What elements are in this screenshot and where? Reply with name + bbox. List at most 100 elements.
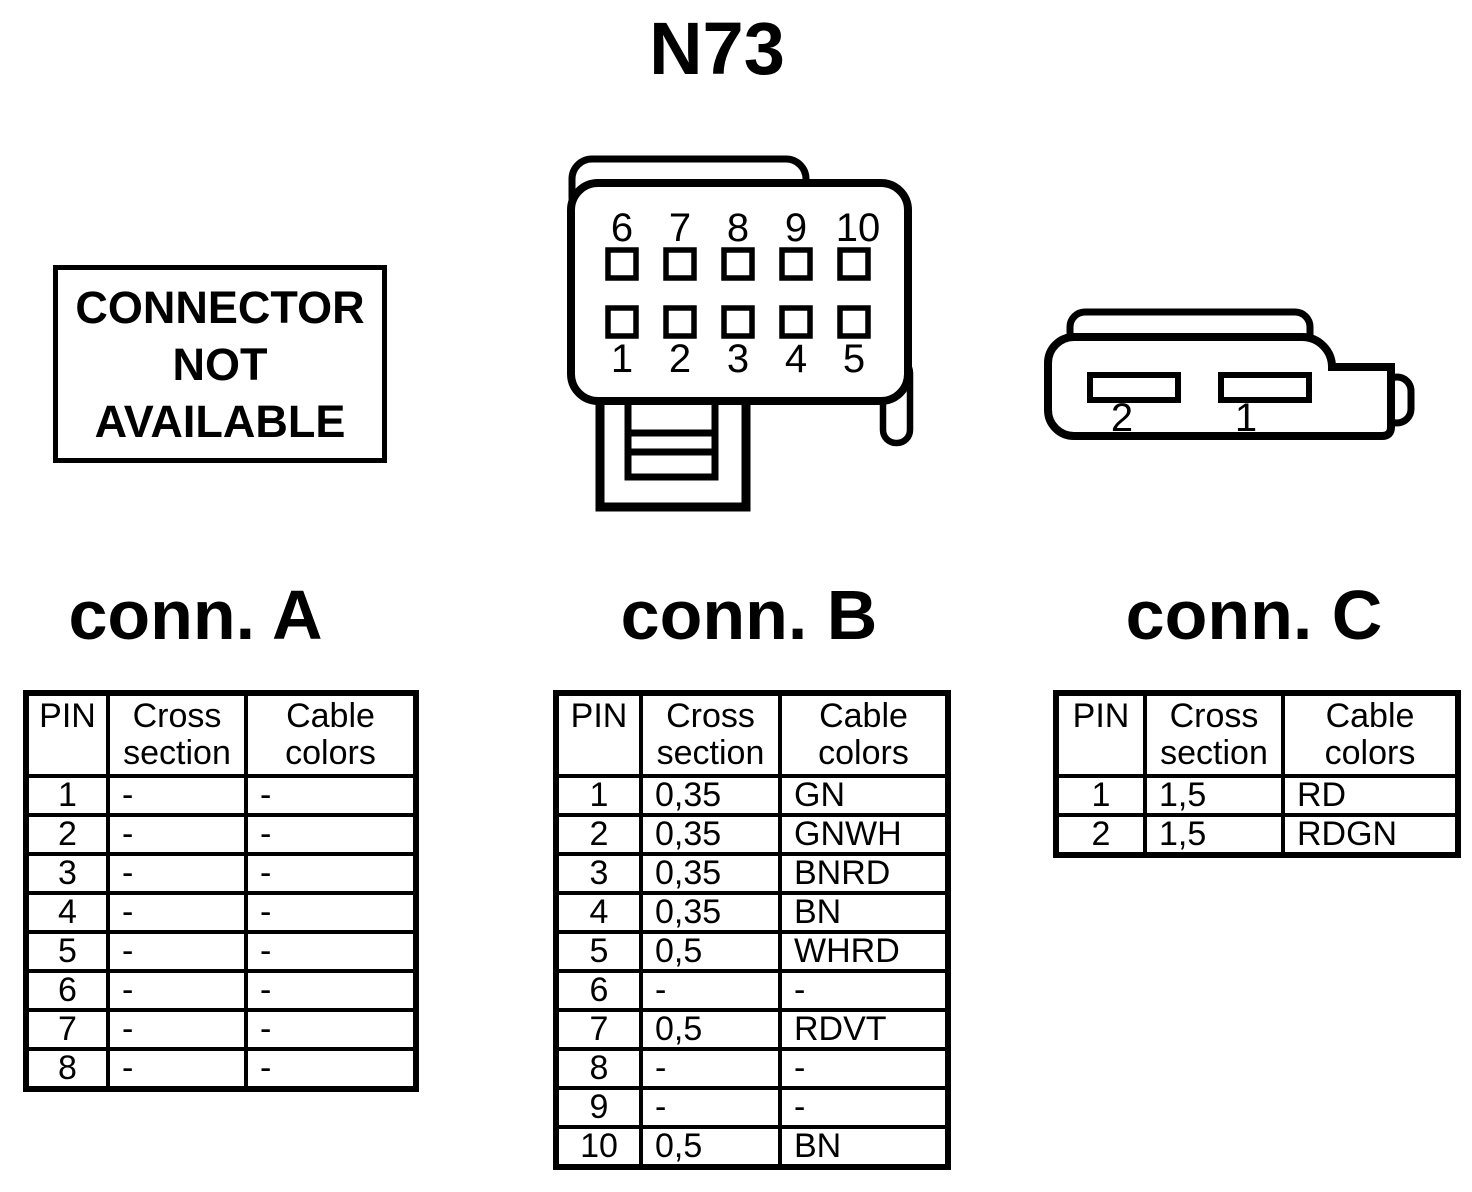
cross-section-cell: -	[106, 891, 248, 934]
page-title: N73	[649, 7, 785, 90]
cable-color-cell: -	[244, 969, 418, 1012]
col-header-cable-colors: Cable colors	[778, 691, 950, 778]
table-row: 5 - -	[24, 930, 418, 973]
table-row: 8 - -	[24, 1047, 418, 1091]
table-row: 2 - -	[24, 813, 418, 856]
cross-section-cell: -	[106, 1008, 248, 1051]
pin-number-label: 2	[1111, 396, 1133, 440]
pin-square-2	[663, 305, 697, 339]
cable-color-cell: -	[244, 774, 418, 817]
cross-section-cell: -	[639, 1086, 782, 1129]
pin-cell: 3	[24, 852, 110, 895]
pin-square-8	[721, 247, 755, 281]
pin-square-9	[779, 247, 813, 281]
cross-section-cell: -	[106, 852, 248, 895]
cross-section-cell: 0,35	[639, 852, 782, 895]
cross-section-cell: 1,5	[1143, 813, 1285, 857]
table-row: 2 0,35 GNWH	[554, 813, 950, 856]
col-header-cross-section: Cross section	[106, 691, 248, 778]
pin-number-label: 1	[1235, 396, 1257, 440]
table-row: 3 0,35 BNRD	[554, 852, 950, 895]
pin-cell: 8	[554, 1047, 643, 1090]
cross-section-cell: 0,5	[639, 1125, 782, 1169]
table-row: 5 0,5 WHRD	[554, 930, 950, 973]
table-row: 9 - -	[554, 1086, 950, 1129]
pin-cell: 9	[554, 1086, 643, 1129]
pin-cell: 4	[24, 891, 110, 934]
cable-color-cell: BNRD	[778, 852, 950, 895]
cable-color-cell: GNWH	[778, 813, 950, 856]
table-row: 1 0,35 GN	[554, 774, 950, 817]
table-row: 6 - -	[24, 969, 418, 1012]
cross-section-cell: -	[106, 813, 248, 856]
connector-b-diagram: 6 7 8 9 10 1 2 3 4 5	[567, 155, 914, 512]
pin-number-label: 7	[669, 206, 691, 250]
cable-color-cell: -	[244, 930, 418, 973]
cable-color-cell: RDGN	[1281, 813, 1460, 857]
cable-color-cell: -	[778, 969, 950, 1012]
table-row: 3 - -	[24, 852, 418, 895]
cable-color-cell: -	[778, 1086, 950, 1129]
cross-section-cell: -	[106, 1047, 248, 1091]
cross-section-cell: -	[639, 1047, 782, 1090]
pin-cell: 1	[24, 774, 110, 817]
cross-section-cell: -	[106, 969, 248, 1012]
pin-number-label: 10	[836, 206, 881, 250]
table-row: 4 - -	[24, 891, 418, 934]
table-header-row: PIN Cross section Cable colors	[24, 691, 418, 778]
na-line-2: NOT	[172, 338, 268, 390]
cable-color-cell: -	[244, 852, 418, 895]
pin-cell: 6	[554, 969, 643, 1012]
pin-cell: 6	[24, 969, 110, 1012]
conn-c-heading: conn. C	[1125, 576, 1383, 654]
cross-section-cell: -	[106, 774, 248, 817]
cross-section-cell: 0,35	[639, 774, 782, 817]
cross-section-cell: 1,5	[1143, 774, 1285, 817]
conn-b-table: PIN Cross section Cable colors 1 0,35 GN…	[553, 690, 951, 1170]
table-row: 1 - -	[24, 774, 418, 817]
table-row: 7 - -	[24, 1008, 418, 1051]
table-row: 1 1,5 RD	[1054, 774, 1460, 817]
table-row: 7 0,5 RDVT	[554, 1008, 950, 1051]
cable-color-cell: -	[244, 813, 418, 856]
cable-color-cell: -	[244, 1047, 418, 1091]
pin-square-1	[605, 305, 639, 339]
pin-cell: 1	[554, 774, 643, 817]
cross-section-cell: 0,35	[639, 813, 782, 856]
na-line-1: CONNECTOR	[75, 281, 365, 333]
pin-number-label: 8	[727, 206, 749, 250]
conn-a-heading: conn. A	[68, 576, 323, 654]
cable-color-cell: RDVT	[778, 1008, 950, 1051]
table-row: 4 0,35 BN	[554, 891, 950, 934]
cable-color-cell: WHRD	[778, 930, 950, 973]
pin-square-3	[721, 305, 755, 339]
pin-cell: 7	[24, 1008, 110, 1051]
pin-cell: 5	[554, 930, 643, 973]
cable-color-cell: BN	[778, 1125, 950, 1169]
pin-slot-2	[1087, 372, 1181, 403]
col-header-cable-colors: Cable colors	[1281, 691, 1460, 778]
table-header-row: PIN Cross section Cable colors	[554, 691, 950, 778]
pin-cell: 2	[1054, 813, 1147, 857]
table-header-row: PIN Cross section Cable colors	[1054, 691, 1460, 778]
pin-square-5	[837, 305, 871, 339]
table-row: 10 0,5 BN	[554, 1125, 950, 1169]
pin-number-label: 6	[611, 206, 633, 250]
col-header-cross-section: Cross section	[1143, 691, 1285, 778]
table-row: 2 1,5 RDGN	[1054, 813, 1460, 857]
cross-section-cell: 0,35	[639, 891, 782, 934]
pin-square-7	[663, 247, 697, 281]
cross-section-cell: -	[106, 930, 248, 973]
pin-number-label: 9	[785, 206, 807, 250]
pin-cell: 1	[1054, 774, 1147, 817]
col-header-cable-colors: Cable colors	[244, 691, 418, 778]
col-header-pin: PIN	[24, 691, 110, 778]
pin-number-label: 4	[785, 337, 807, 381]
cross-section-cell: 0,5	[639, 1008, 782, 1051]
pin-cell: 4	[554, 891, 643, 934]
col-header-pin: PIN	[1054, 691, 1147, 778]
conn-a-table: PIN Cross section Cable colors 1 - - 2 -…	[23, 690, 419, 1092]
pin-number-label: 2	[669, 337, 691, 381]
cable-color-cell: BN	[778, 891, 950, 934]
pin-square-6	[605, 247, 639, 281]
